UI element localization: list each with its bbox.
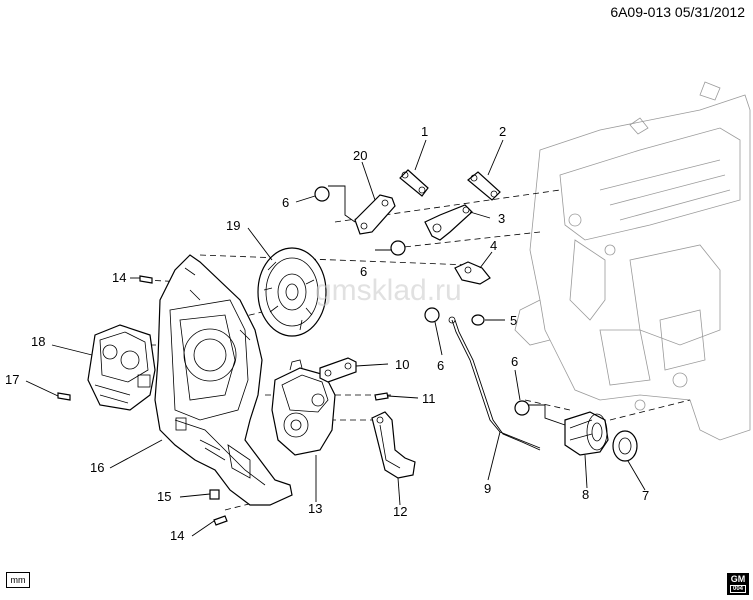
- part-12-lever: [371, 411, 416, 479]
- part-14-screw-a: [139, 275, 153, 284]
- gm-logo: GM 004: [727, 573, 749, 595]
- callout-19: 19: [226, 218, 240, 233]
- part-19-gear-plate: [257, 247, 327, 337]
- part-17-screw: [57, 392, 71, 401]
- diagram-id: 6A09-013 05/31/2012: [610, 4, 745, 20]
- callout-8: 8: [582, 487, 589, 502]
- part-6-clip-c: [424, 307, 440, 323]
- part-13-actuator: [271, 359, 336, 456]
- callout-6b: 6: [360, 264, 367, 279]
- callout-4: 4: [490, 238, 497, 253]
- callout-15: 15: [157, 489, 171, 504]
- callout-6c: 6: [437, 358, 444, 373]
- callout-10: 10: [395, 357, 409, 372]
- part-4-arm: [454, 261, 491, 285]
- part-6-clip-a: [314, 186, 330, 202]
- callout-1: 1: [421, 124, 428, 139]
- part-10-link: [319, 357, 357, 383]
- callouts: 1 2 3 4 5 6 6 6 6 7 8 9 10 11 12 13 14 1…: [5, 124, 649, 543]
- callout-20: 20: [353, 148, 367, 163]
- part-16-bracket: [154, 254, 293, 506]
- callout-12: 12: [393, 504, 407, 519]
- callout-16: 16: [90, 460, 104, 475]
- part-15-nut: [209, 489, 220, 500]
- watermark: gmsklad.ru: [315, 274, 462, 307]
- gm-logo-sub: 004: [730, 585, 746, 593]
- hardware: [57, 186, 530, 526]
- part-3-arm: [424, 204, 473, 241]
- part-18-actuator: [87, 324, 156, 411]
- callout-11: 11: [422, 391, 436, 406]
- part-6-clip-b: [390, 240, 406, 256]
- hvac-housing: [514, 81, 751, 441]
- callout-14a: 14: [112, 270, 126, 285]
- part-11-screw: [374, 392, 389, 401]
- callout-6d: 6: [511, 354, 518, 369]
- units-label: mm: [6, 572, 30, 588]
- callout-6a: 6: [282, 195, 289, 210]
- part-7-gear: [612, 430, 638, 462]
- part-20-link: [354, 194, 396, 235]
- callout-14b: 14: [170, 528, 184, 543]
- callout-17: 17: [5, 372, 19, 387]
- part-9-rod: [448, 316, 541, 451]
- gm-logo-text: GM: [730, 574, 746, 584]
- callout-3: 3: [498, 211, 505, 226]
- callout-5: 5: [510, 313, 517, 328]
- part-14-screw-b: [213, 515, 228, 526]
- part-2-link: [467, 171, 501, 201]
- callout-7: 7: [642, 488, 649, 503]
- callout-9: 9: [484, 481, 491, 496]
- part-8-gear-assembly: [564, 411, 609, 456]
- leader-lines: [25, 139, 646, 537]
- part-1-link: [399, 169, 429, 197]
- callout-2: 2: [499, 124, 506, 139]
- part-5-clip: [471, 314, 485, 326]
- callout-18: 18: [31, 334, 45, 349]
- callout-13: 13: [308, 501, 322, 516]
- part-6-clip-d: [514, 400, 530, 416]
